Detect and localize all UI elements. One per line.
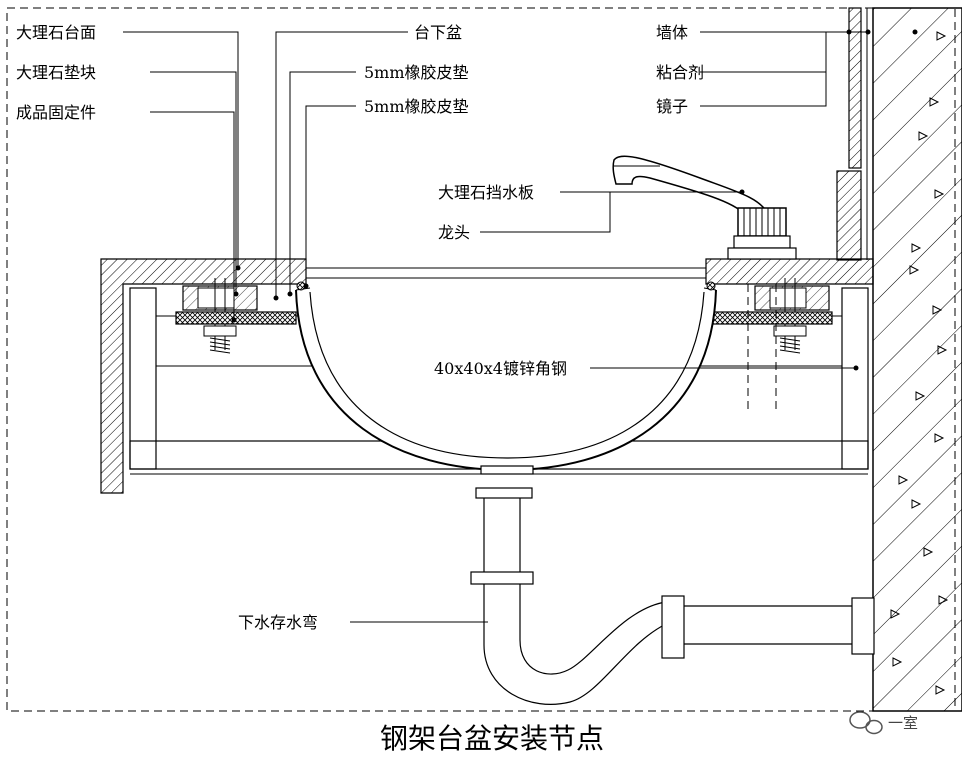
leader-lines	[123, 31, 868, 623]
watermark-text: 一室	[888, 714, 918, 732]
label-mirror: 镜子	[656, 97, 688, 116]
fixing-right	[711, 278, 833, 354]
p-trap	[470, 487, 875, 705]
mirror	[848, 7, 862, 169]
marble-countertop	[100, 258, 874, 494]
label-undermount-basin: 台下盆	[414, 23, 462, 42]
faucet	[612, 155, 797, 412]
watermark: 一室	[849, 711, 918, 735]
leader-dots	[231, 29, 918, 371]
label-fixing: 成品固定件	[16, 103, 96, 122]
label-marble-top: 大理石台面	[16, 23, 96, 42]
label-adhesive: 粘合剂	[656, 63, 704, 82]
label-trap: 下水存水弯	[238, 613, 318, 632]
label-marble-block: 大理石垫块	[16, 63, 96, 82]
label-gasket-1: 5mm橡胶皮垫	[364, 63, 469, 82]
drawing-frame	[6, 7, 956, 712]
label-wall: 墙体	[656, 23, 688, 42]
drawing-title: 钢架台盆安装节点	[380, 722, 604, 755]
wall	[872, 7, 962, 712]
label-faucet: 龙头	[438, 223, 470, 242]
label-gasket-2: 5mm橡胶皮垫	[364, 97, 469, 116]
marble-backsplash	[836, 170, 862, 261]
wechat-logo-icon	[849, 711, 883, 735]
label-angle-steel: 40x40x4镀锌角钢	[434, 359, 567, 378]
undermount-basin	[295, 281, 717, 475]
fixing-left	[175, 278, 297, 354]
label-backsplash: 大理石挡水板	[438, 183, 534, 202]
